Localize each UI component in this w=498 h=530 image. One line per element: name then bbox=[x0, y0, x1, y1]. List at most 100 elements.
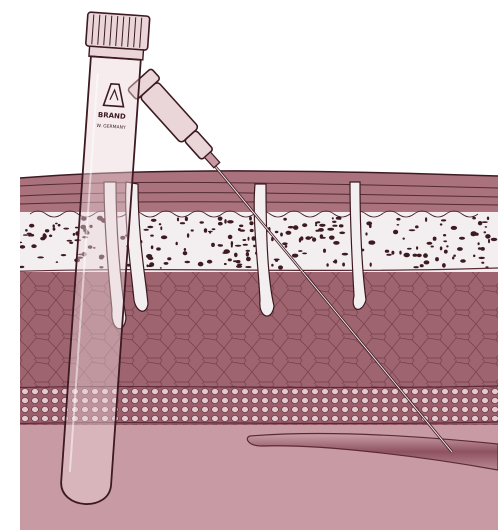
dermis-speckle bbox=[198, 262, 204, 267]
dermis-speckle bbox=[425, 217, 427, 222]
dermis-speckle bbox=[339, 232, 345, 235]
dermis-speckle bbox=[160, 267, 162, 269]
dermis-speckle bbox=[224, 263, 227, 265]
dermis-speckle bbox=[292, 254, 298, 258]
dermis-speckle bbox=[218, 244, 221, 246]
dermis-speckle bbox=[459, 237, 465, 240]
dermis-speckle bbox=[423, 253, 428, 258]
dermis-speckle bbox=[320, 237, 326, 239]
dermis-speckle bbox=[302, 223, 307, 227]
dermis-speckle bbox=[397, 224, 400, 226]
dermis-speckle bbox=[159, 223, 162, 225]
dermis-speckle bbox=[28, 233, 31, 236]
dermis-speckle bbox=[218, 217, 223, 221]
dermis-speckle bbox=[161, 235, 167, 239]
dermis-speckle bbox=[417, 254, 422, 258]
dermis-speckle bbox=[236, 265, 242, 268]
dermis-speckle bbox=[151, 219, 157, 222]
dermis-speckle bbox=[336, 217, 340, 220]
dermis-speckle bbox=[488, 239, 490, 243]
dermis-speckle bbox=[191, 229, 194, 231]
dermis-speckle bbox=[446, 245, 448, 247]
dermis-speckle bbox=[440, 246, 443, 250]
dermis-speckle bbox=[484, 231, 487, 233]
dermis-speckle bbox=[148, 265, 152, 267]
dermis-speckle bbox=[248, 237, 250, 241]
dermis-speckle bbox=[200, 221, 204, 223]
dermis-speckle bbox=[53, 224, 55, 227]
dermis-speckle bbox=[386, 254, 391, 256]
dermis-speckle bbox=[396, 218, 400, 221]
dermis-speckle bbox=[208, 231, 213, 233]
dermis-speckle bbox=[222, 252, 228, 254]
papillary-dermis-layer bbox=[0, 210, 498, 272]
dermis-speckle bbox=[385, 250, 389, 253]
dermis-speckle bbox=[187, 233, 189, 238]
dermis-speckle bbox=[207, 260, 212, 264]
dermis-speckle bbox=[485, 234, 490, 239]
dermis-speckle bbox=[234, 253, 238, 258]
dermis-speckle bbox=[457, 247, 463, 251]
dermis-speckle bbox=[286, 231, 292, 235]
dermis-speckle bbox=[298, 250, 302, 252]
dermis-speckle bbox=[311, 236, 313, 238]
dermis-speckle bbox=[31, 244, 36, 248]
dermis-speckle bbox=[233, 260, 237, 262]
dermis-speckle bbox=[283, 218, 287, 221]
dermis-speckle bbox=[280, 233, 283, 237]
dermis-speckle bbox=[218, 222, 223, 226]
dermis-speckle bbox=[151, 245, 154, 249]
dermis-speckle bbox=[43, 233, 47, 238]
dermis-speckle bbox=[185, 217, 188, 221]
dermis-speckle bbox=[147, 226, 153, 228]
dermis-speckle bbox=[453, 255, 456, 257]
dermis-speckle bbox=[148, 257, 154, 260]
dermis-speckle bbox=[224, 219, 226, 224]
dermis-speckle bbox=[485, 226, 488, 228]
dermis-speckle bbox=[481, 247, 485, 251]
dermis-speckle bbox=[443, 234, 446, 236]
dermis-speckle bbox=[228, 235, 233, 239]
dermis-speckle bbox=[399, 251, 401, 255]
dermis-speckle bbox=[55, 223, 58, 225]
dermis-speckle bbox=[413, 266, 419, 268]
dermis-speckle bbox=[58, 224, 61, 227]
dermis-speckle bbox=[253, 245, 256, 247]
dermis-speckle bbox=[451, 226, 457, 230]
dermis-speckle bbox=[339, 224, 344, 227]
dermis-speckle bbox=[431, 246, 434, 248]
dermis-speckle bbox=[318, 228, 324, 232]
dermis-speckle bbox=[481, 262, 484, 264]
dermis-speckle bbox=[460, 259, 466, 263]
dermis-speckle bbox=[23, 234, 28, 236]
dermis-speckle bbox=[180, 222, 185, 224]
dermis-speckle bbox=[473, 255, 475, 258]
dermis-speckle bbox=[299, 238, 301, 243]
dermis-speckle bbox=[415, 225, 419, 228]
dermis-speckle bbox=[365, 232, 367, 235]
dermis-speckle bbox=[393, 230, 398, 235]
dermis-speckle bbox=[440, 223, 443, 225]
dermis-speckle bbox=[245, 266, 251, 268]
dermis-speckle bbox=[143, 229, 149, 231]
dermis-speckle bbox=[443, 240, 447, 242]
dermis-speckle bbox=[69, 242, 73, 244]
dermis-speckle bbox=[329, 236, 335, 240]
dermis-speckle bbox=[212, 228, 216, 230]
dermis-speckle bbox=[246, 257, 251, 262]
dermis-speckle bbox=[315, 222, 317, 225]
dermis-speckle bbox=[75, 227, 79, 229]
dermis-speckle bbox=[472, 217, 476, 220]
dermis-speckle bbox=[73, 233, 75, 236]
dermis-speckle bbox=[278, 265, 283, 269]
dermis-speckle bbox=[424, 260, 430, 264]
dermis-speckle bbox=[177, 217, 179, 221]
dermis-speckle bbox=[332, 217, 334, 219]
dermis-speckle bbox=[37, 256, 44, 258]
dermis-speckle bbox=[238, 228, 241, 231]
dermis-speckle bbox=[239, 225, 243, 228]
dermis-speckle bbox=[282, 242, 288, 245]
dermis-speckle bbox=[227, 220, 234, 223]
dermis-speckle bbox=[370, 263, 372, 267]
dermis-speckle bbox=[416, 246, 418, 250]
